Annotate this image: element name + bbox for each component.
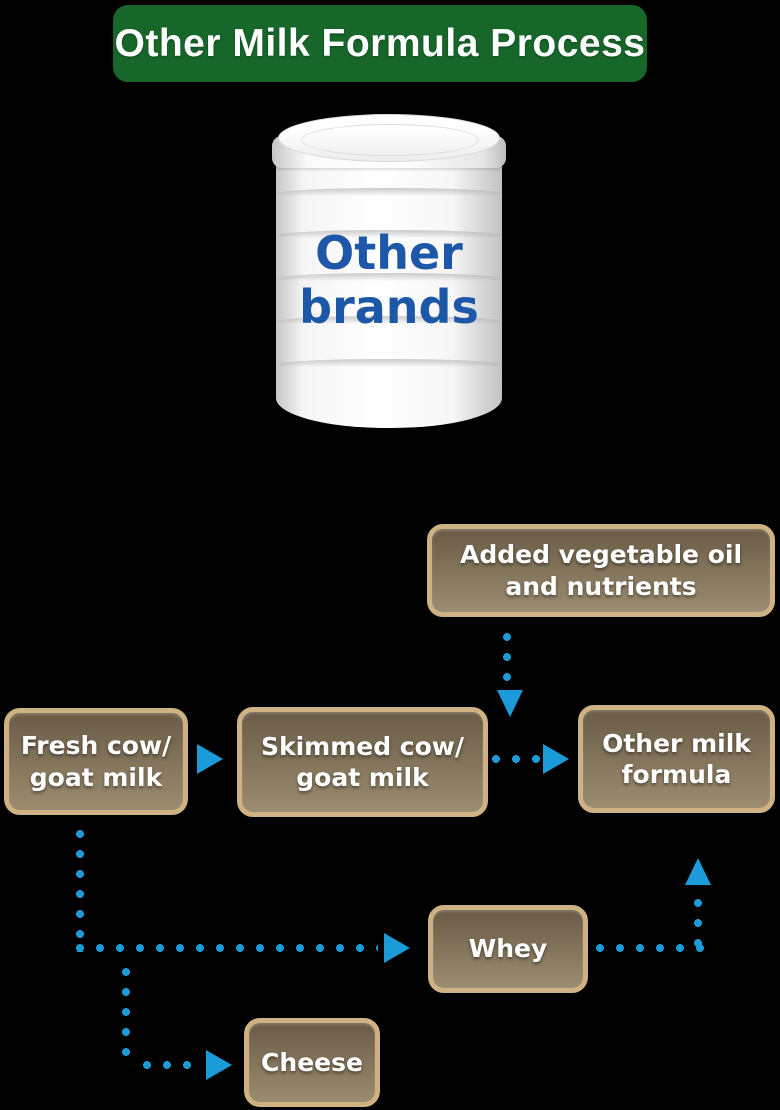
page-title: Other Milk Formula Process (114, 21, 646, 65)
box-formula-line1: Other milk (602, 728, 751, 758)
arrow-to-cheese-icon (206, 1050, 232, 1080)
box-whey: Whey (428, 905, 588, 993)
arrow-added-down-icon (497, 690, 523, 717)
title-banner: Other Milk Formula Process (113, 5, 647, 82)
arrow-skimmed-to-formula-icon (543, 744, 569, 774)
dots-whey-to-corner (596, 944, 707, 952)
can-brand-line1: Other (315, 226, 463, 280)
dots-skimmed-to-formula (492, 755, 544, 763)
box-skimmed-milk: Skimmed cow/ goat milk (237, 707, 488, 817)
can-brand-line2: brands (299, 280, 479, 335)
box-fresh-line2: goat milk (29, 762, 163, 792)
box-whey-label: Whey (468, 934, 548, 964)
can-ridge (277, 273, 501, 284)
box-added-line2: and nutrients (505, 571, 697, 601)
box-fresh-line1: Fresh cow/ (20, 731, 172, 760)
can-ridge (277, 188, 501, 199)
dots-branch-down (122, 968, 130, 1066)
box-added-vegetable-oil: Added vegetable oil and nutrients (427, 524, 775, 617)
dots-fresh-down (76, 830, 84, 952)
milk-can-body (276, 150, 502, 428)
arrow-fresh-to-skimmed-icon (197, 744, 223, 774)
box-skimmed-line2: goat milk (296, 763, 429, 792)
milk-can-lid-inner-ring (301, 124, 479, 156)
box-fresh-milk: Fresh cow/ goat milk (4, 708, 188, 815)
arrow-to-whey-icon (384, 933, 410, 963)
box-other-milk-formula: Other milk formula (578, 705, 775, 813)
arrow-whey-up-to-formula-icon (685, 858, 711, 885)
can-ridge (277, 230, 501, 241)
dots-fresh-to-whey (76, 944, 378, 952)
dots-branch-to-cheese (143, 1061, 198, 1069)
box-cheese-label: Cheese (261, 1047, 363, 1077)
can-ridge (277, 359, 501, 370)
box-cheese: Cheese (244, 1018, 380, 1107)
can-brand-label: Other brands (276, 226, 502, 335)
box-skimmed-line1: Skimmed cow/ (260, 731, 465, 761)
dots-added-down (503, 633, 511, 695)
dots-corner-up (694, 899, 702, 951)
can-ridge (277, 316, 501, 327)
box-added-line1: Added vegetable oil (459, 540, 743, 569)
box-formula-line2: formula (621, 760, 732, 789)
